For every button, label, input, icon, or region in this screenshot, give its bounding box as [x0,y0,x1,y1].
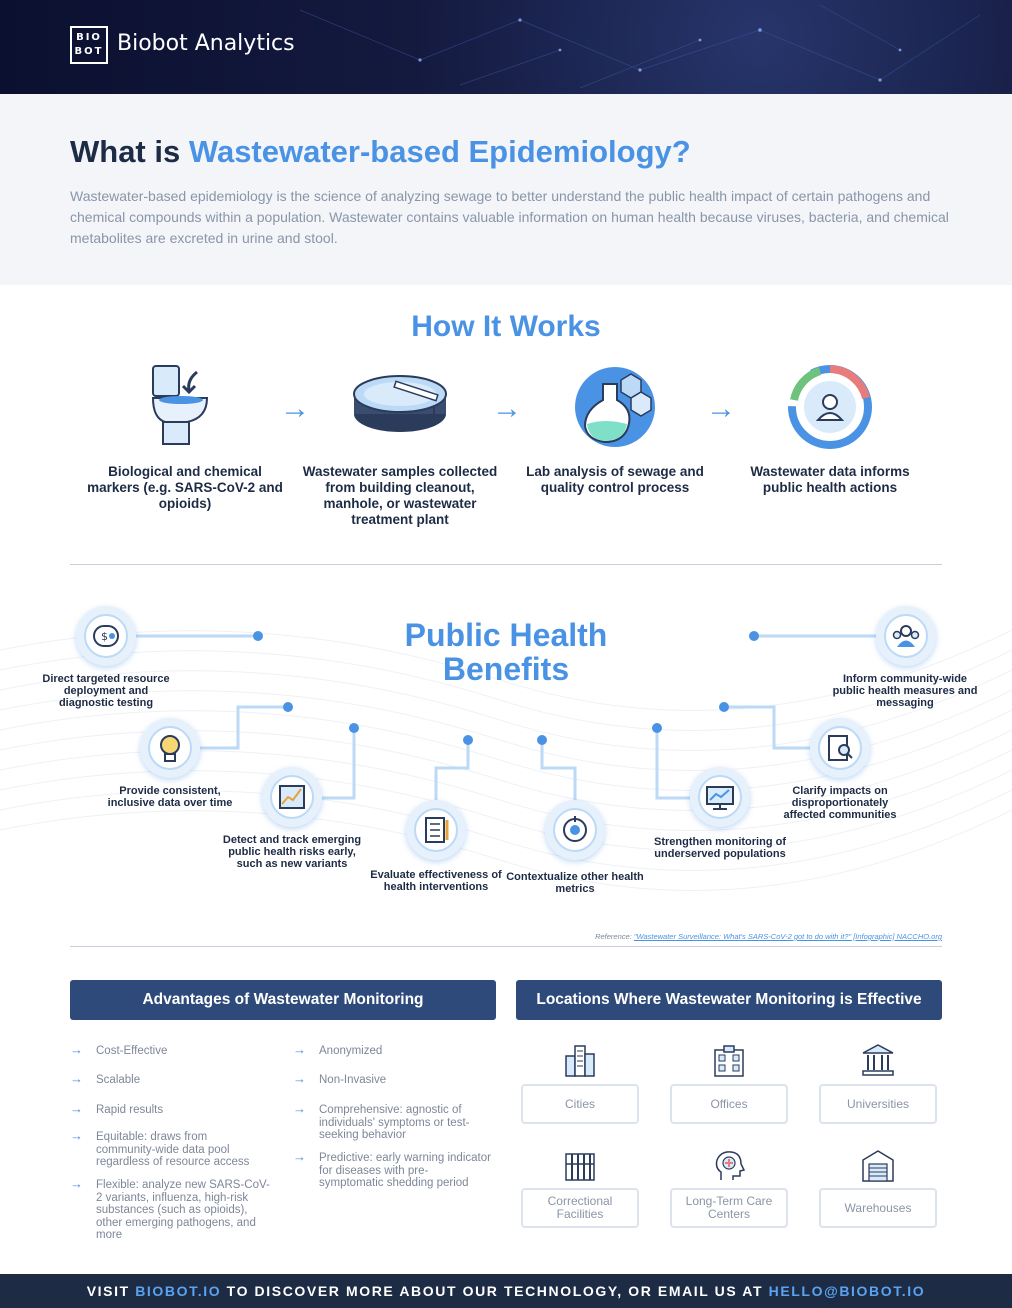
logo-line-2: BOT [74,46,104,57]
advantage-item: →Comprehensive: agnostic of individuals'… [293,1101,470,1141]
advantage-item: →Predictive: early warning indicator for… [293,1149,491,1189]
step-label: Lab analysis of sewage and quality contr… [526,464,704,495]
benefits-title-line2: Benefits [442,651,570,687]
benefit-label: Evaluate effectiveness of health interve… [370,869,502,893]
benefit-label: Strengthen monitoring of underserved pop… [654,836,786,860]
lab-flask-icon [575,367,655,447]
advantages-heading: Advantages of Wastewater Monitoring [70,980,496,1020]
trend-chart-icon [279,785,305,809]
benefit-node [406,800,466,860]
reference-prefix: Reference: [595,932,634,941]
site-link[interactable]: BIOBOT.IO [135,1283,222,1299]
benefit-node [690,767,750,827]
care-head-icon [715,1151,746,1180]
prison-icon [565,1153,595,1181]
location-cities: Cities [521,1084,639,1124]
reference-link[interactable]: "Wastewater Surveillance: What's SARS-Co… [633,932,942,941]
benefit-label: Contextualize other health metrics [506,871,644,895]
benefit-label: Detect and track emerging public health … [222,834,362,870]
step-markers: Biological and chemical markers (e.g. SA… [85,362,285,512]
section-divider [70,564,942,565]
target-metrics-icon [563,816,587,842]
monitor-chart-icon [706,786,734,810]
arrow-right-icon: → [293,1101,306,1116]
arrow-right-icon: → [70,1042,83,1057]
email-link[interactable]: HELLO@BIOBOT.IO [768,1283,926,1299]
public-health-person-icon [788,365,872,449]
network-background [299,4,981,89]
logo-mark: BIO BOT [70,26,108,64]
advantage-item: →Scalable [70,1071,141,1086]
step-label: Wastewater samples collected from buildi… [302,464,498,527]
document-search-icon [828,735,853,761]
footer-text-2: TO DISCOVER MORE ABOUT OUR TECHNOLOGY, O… [221,1283,769,1299]
office-icon [714,1045,744,1077]
arrow-right-icon: → [70,1071,83,1086]
resource-deployment-icon: $ [93,625,119,647]
arrow-right-icon: → [293,1042,306,1057]
step-label: Biological and chemical markers (e.g. SA… [87,464,283,511]
lightbulb-icon [160,735,180,762]
how-it-works-title: How It Works [411,310,601,343]
section-divider [70,946,942,947]
footer-text-1: VISIT [86,1283,136,1299]
advantage-item: →Equitable: draws from community-wide da… [70,1128,250,1168]
logo-line-1: BIO [76,32,102,43]
title-accent: Wastewater-based Epidemiology? [188,134,691,169]
step-label: Wastewater data informs public health ac… [750,464,910,495]
benefit-node [876,606,936,666]
benefit-node [262,767,322,827]
arrow-right-icon: → [280,392,310,425]
arrow-right-icon: → [492,392,522,425]
advantage-item: →Rapid results [70,1101,164,1116]
community-icon [892,625,920,647]
benefit-node: $ [76,606,136,666]
step-collection: Wastewater samples collected from buildi… [300,362,500,528]
arrow-right-icon: → [706,392,736,425]
reference-note: Reference: "Wastewater Surveillance: Wha… [595,932,942,941]
arrow-right-icon: → [70,1128,83,1143]
benefit-node [545,800,605,860]
page-title: What is Wastewater-based Epidemiology? [70,134,691,170]
advantage-item: →Cost-Effective [70,1042,168,1057]
benefit-node [140,718,200,778]
benefit-label: Inform community-wide public health meas… [832,673,978,709]
step-actions: Wastewater data informs public health ac… [730,362,930,496]
location-offices: Offices [670,1084,788,1124]
svg-text:$: $ [101,630,108,643]
location-warehouses: Warehouses [819,1188,937,1228]
benefit-label: Direct targeted resource deployment and … [42,673,170,709]
arrow-right-icon: → [293,1149,306,1164]
header-banner: BIO BOT Biobot Analytics [0,0,1012,94]
intro-paragraph: Wastewater-based epidemiology is the sci… [70,188,949,246]
location-correctional: Correctional Facilities [521,1188,639,1228]
arrow-right-icon: → [70,1101,83,1116]
university-icon [862,1044,894,1076]
toilet-icon [151,365,209,445]
treatment-tank-icon [353,375,447,432]
buildings-icon [565,1045,595,1077]
warehouse-icon [862,1150,894,1182]
benefits-section: Public Health Benefits $ Direct targeted… [0,590,1012,930]
locations-heading: Locations Where Wastewater Monitoring is… [516,980,942,1020]
title-prefix: What is [70,134,189,169]
intro-section: What is Wastewater-based Epidemiology? W… [0,94,1012,285]
benefit-label: Provide consistent, inclusive data over … [107,785,233,809]
step-lab: Lab analysis of sewage and quality contr… [515,362,715,496]
advantage-item: →Non-Invasive [293,1071,387,1086]
benefits-title: Public Health Benefits [0,618,1012,686]
location-care-centers: Long-Term Care Centers [670,1188,788,1228]
checklist-icon [425,817,449,843]
arrow-right-icon: → [293,1071,306,1086]
location-universities: Universities [819,1084,937,1124]
advantage-item: →Flexible: analyze new SARS-CoV-2 varian… [70,1176,270,1241]
brand-name: Biobot Analytics [117,31,295,56]
benefit-node [810,718,870,778]
arrow-right-icon: → [70,1176,83,1191]
benefits-title-line1: Public Health [404,617,608,653]
benefit-label: Clarify impacts on disproportionately af… [783,785,897,821]
footer-bar: VISIT BIOBOT.IO TO DISCOVER MORE ABOUT O… [0,1274,1012,1308]
advantage-item: →Anonymized [293,1042,383,1057]
